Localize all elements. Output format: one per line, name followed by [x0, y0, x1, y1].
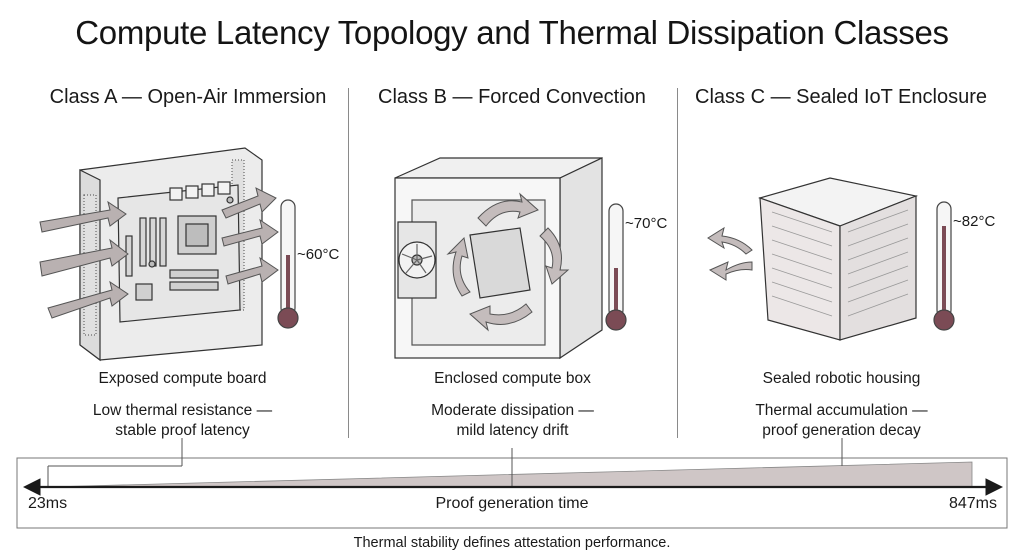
class-c-description: Thermal accumulation — proof generation … [679, 401, 1004, 441]
circulation-arrows-class-b [446, 192, 570, 332]
class-a-description-line-1: Low thermal resistance — [92, 402, 273, 419]
class-a-heading: Class A — Open-Air Immersion [49, 86, 327, 108]
class-b-heading: Class B — Forced Convection [378, 86, 646, 108]
column-divider-2 [677, 88, 678, 438]
class-a-temperature: ~60°C [297, 246, 340, 263]
thermometer-icon-b [605, 203, 627, 331]
class-c-heading: Class C — Sealed IoT Enclosure [695, 86, 987, 108]
thermometer-icon-c [933, 201, 955, 331]
column-divider-1 [348, 88, 349, 438]
class-a-caption: Exposed compute board [98, 370, 267, 387]
proof-time-timeline [16, 438, 1008, 529]
class-c-temperature: ~82°C [953, 213, 996, 230]
open-air-board-illustration [79, 147, 263, 362]
class-c-description-line-1: Thermal accumulation — [755, 402, 928, 419]
class-b-caption: Enclosed compute box [434, 370, 591, 387]
class-b-description-line-2: mild latency drift [456, 422, 569, 439]
axis-center-label: Proof generation time [435, 495, 589, 512]
axis-max-label: 847ms [948, 495, 997, 512]
class-a-description-line-2: stable proof latency [115, 422, 250, 439]
class-c-caption: Sealed robotic housing [762, 370, 921, 387]
footer-caption: Thermal stability defines attestation pe… [353, 535, 671, 551]
class-b-description-line-1: Moderate dissipation — [431, 402, 594, 419]
enclosed-box-illustration [394, 157, 603, 360]
axis-min-label: 23ms [28, 495, 68, 512]
class-c-description-line-2: proof generation decay [762, 422, 921, 439]
page-title: Compute Latency Topology and Thermal Dis… [75, 14, 949, 51]
class-a-description: Low thermal resistance — stable proof la… [20, 401, 345, 441]
class-b-temperature: ~70°C [625, 215, 668, 232]
airflow-arrows-class-a [39, 187, 279, 319]
class-b-description: Moderate dissipation — mild latency drif… [350, 401, 675, 441]
thermometer-icon-a [277, 199, 299, 329]
sealed-housing-illustration [758, 177, 919, 341]
heat-escape-arrows-class-c [707, 226, 753, 281]
